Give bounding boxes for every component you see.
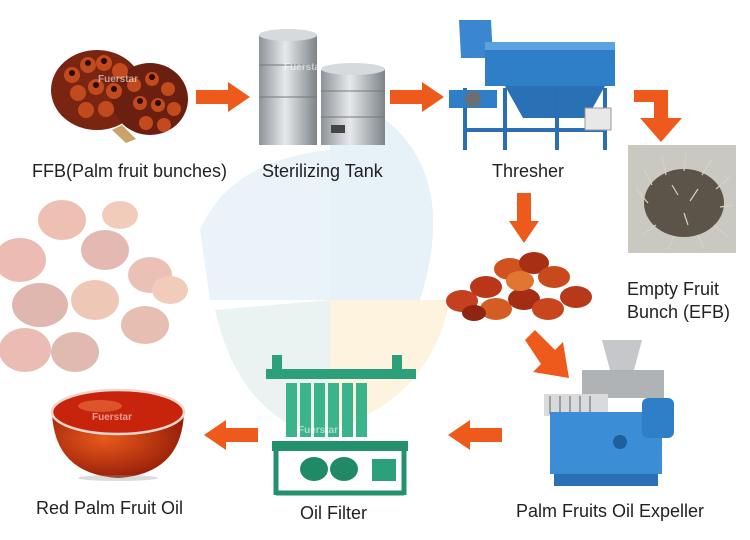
- arrow-left-icon: [448, 420, 502, 450]
- arrow-down-icon: [634, 90, 682, 142]
- arrow-right-icon: [390, 82, 444, 112]
- oil-filter-image: [266, 355, 416, 496]
- red-palm-oil-image: [50, 388, 186, 481]
- arrow-right-icon: [196, 82, 250, 112]
- oil-expeller-image: [544, 340, 674, 486]
- watermark: Fuerstar: [284, 62, 325, 73]
- empty-fruit-bunch-image: [628, 145, 736, 253]
- label-oil-filter: Oil Filter: [300, 503, 367, 523]
- label-thresher: Thresher: [492, 161, 565, 181]
- watermark: Fuerstar: [298, 425, 339, 436]
- arrow-down-icon: [509, 193, 539, 243]
- palm-fruit-bunch-image: [51, 50, 188, 143]
- label-ffb: FFB(Palm fruit bunches): [32, 161, 228, 181]
- palm-fruits-image: [446, 252, 592, 321]
- label-empty-fruit-bunch: Empty Fruit Bunch (EFB): [627, 279, 731, 322]
- label-red-palm-oil: Red Palm Fruit Oil: [36, 498, 184, 518]
- label-sterilizing-tank: Sterilizing Tank: [262, 161, 383, 181]
- watermark: Fuerstar: [92, 412, 133, 423]
- sterilizing-tank-image: [259, 29, 385, 145]
- arrow-left-icon: [204, 420, 258, 450]
- label-oil-expeller: Palm Fruits Oil Expeller: [516, 501, 705, 521]
- watermark: Fuerstar: [98, 74, 139, 85]
- arrow-down-right-icon: [525, 330, 569, 378]
- thresher-image: [449, 20, 615, 150]
